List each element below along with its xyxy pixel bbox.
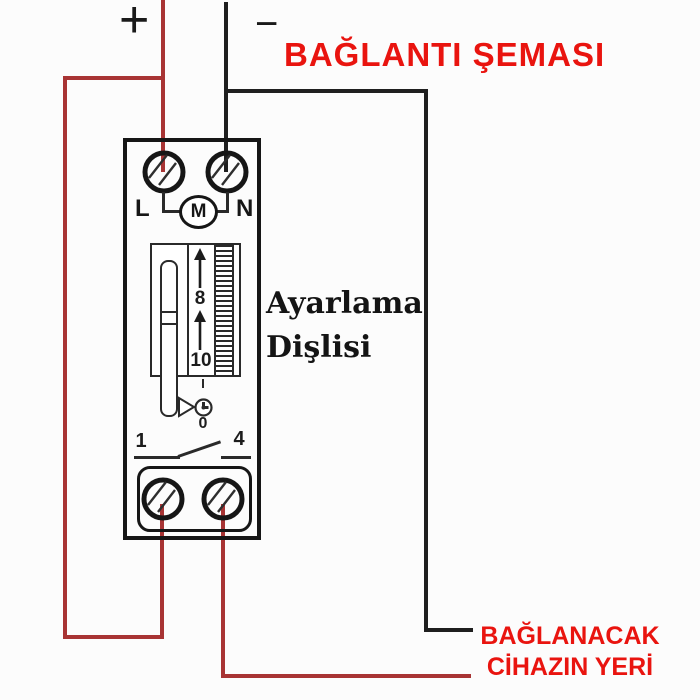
timer-device-body (123, 138, 261, 540)
contact-label-4: 4 (233, 428, 245, 450)
black-wire-output-horizontal (424, 628, 473, 632)
red-wire-contact1-vertical (160, 504, 164, 639)
motor-connector-right-horizontal (210, 210, 229, 213)
up-arrow-icon (194, 310, 206, 350)
switch-fixed-left-line (134, 456, 180, 459)
gear-annotation-line2: Dişlisi (266, 330, 372, 365)
black-wire-branch-horizontal (224, 89, 428, 93)
gear-annotation: Ayarlama Dişlisi (266, 282, 423, 370)
terminal-screw-L-icon (142, 150, 186, 194)
output-annotation: BAĞLANACAK CİHAZIN YERİ (468, 621, 672, 683)
slider-rail (160, 260, 178, 417)
terminal-screw-N-icon (205, 150, 249, 194)
diagram-title: BAĞLANTI ŞEMASI (284, 36, 606, 73)
terminal-screw-4-icon (201, 477, 245, 521)
red-wire-supply-vertical (161, 0, 165, 172)
pointer-dash-line (202, 379, 204, 388)
gear-annotation-line1: Ayarlama (266, 286, 423, 321)
red-wire-bottom-horizontal (63, 635, 164, 639)
contact-label-1: 1 (135, 430, 147, 452)
black-wire-right-vertical (424, 89, 428, 632)
motor-connector-left-vertical (162, 192, 165, 213)
black-wire-supply-vertical (224, 2, 228, 172)
terminal-label-L: L (135, 195, 150, 222)
output-terminal-block (137, 466, 252, 532)
red-wire-left-vertical (63, 76, 67, 639)
pointer-triangle-icon (178, 396, 196, 418)
plus-symbol: + (119, 0, 150, 49)
minus-symbol: − (255, 2, 279, 46)
up-arrow-icon (194, 248, 206, 288)
scale-value-10: 10 (190, 350, 212, 371)
slider-tick-upper (161, 311, 177, 313)
switch-fixed-right-line (221, 456, 251, 459)
motor-connector-right-vertical (226, 192, 229, 213)
motor-label: M (190, 201, 207, 222)
output-annotation-line2: CİHAZIN YERİ (486, 653, 654, 681)
slider-tick-lower (161, 323, 177, 325)
motor-connector-left-horizontal (162, 210, 182, 213)
output-annotation-line1: BAĞLANACAK (480, 622, 660, 650)
red-wire-contact4-vertical (221, 504, 225, 678)
terminal-label-N: N (236, 195, 254, 222)
zero-label: 0 (198, 415, 208, 432)
red-wire-output-horizontal (221, 674, 471, 678)
gear-rack (214, 245, 234, 375)
motor-symbol: M (179, 195, 218, 229)
clock-icon (194, 398, 213, 417)
red-wire-branch-horizontal (63, 76, 165, 80)
terminal-screw-1-icon (141, 477, 185, 521)
dial-divider-line (187, 245, 189, 375)
scale-value-8: 8 (194, 288, 206, 309)
